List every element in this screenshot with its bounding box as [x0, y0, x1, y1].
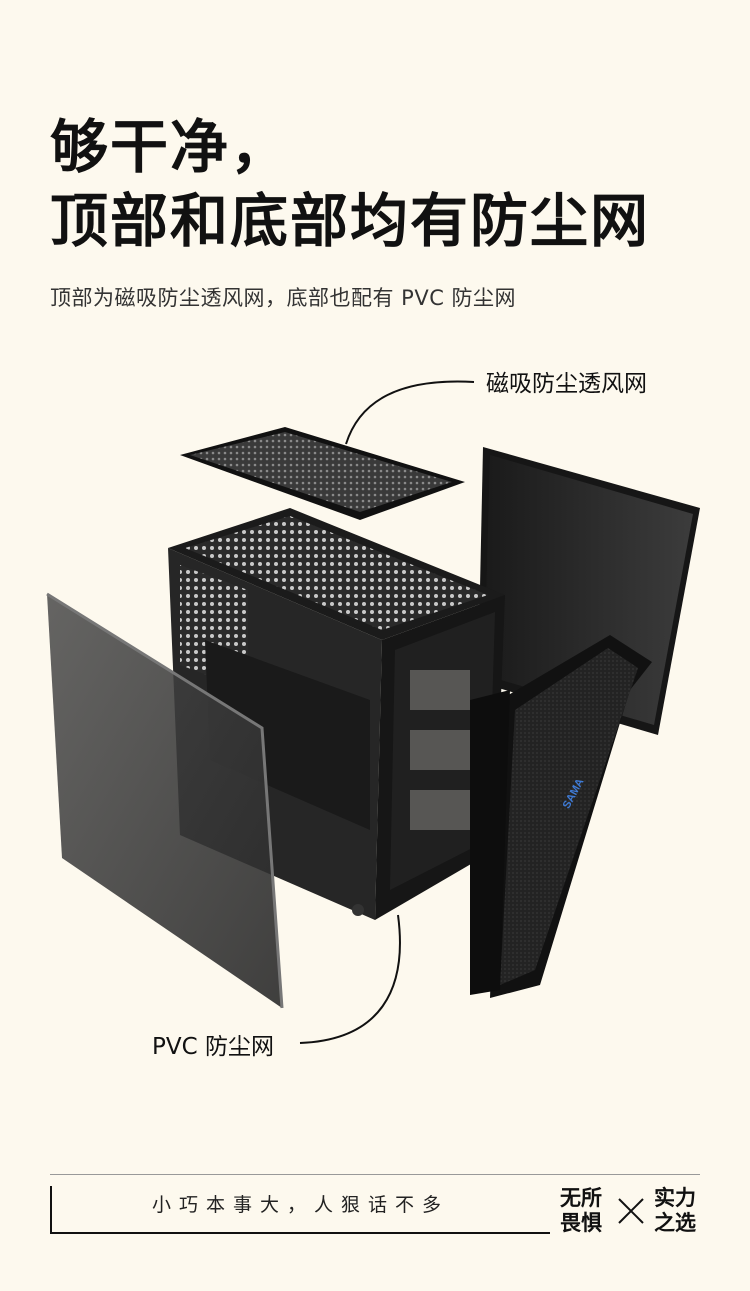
headline-line-1: 够干净，	[50, 113, 291, 181]
slogan-frame	[50, 1186, 550, 1234]
cross-icon	[618, 1198, 644, 1224]
top-dust-filter	[180, 427, 465, 520]
brand-right-line-2: 之选	[654, 1211, 696, 1235]
slogan: 小巧本事大，人狠话不多	[152, 1194, 450, 1216]
brand-tagline-left: 无所 畏惧	[560, 1186, 612, 1236]
bottom-callout-line	[299, 914, 401, 1044]
subheadline: 顶部为磁吸防尘透风网，底部也配有 PVC 防尘网	[50, 286, 517, 310]
bottom-filter-label: PVC 防尘网	[152, 1034, 274, 1060]
top-filter-label: 磁吸防尘透风网	[486, 371, 647, 397]
top-callout-line	[345, 380, 475, 445]
brand-tagline-right: 实力 之选	[654, 1186, 706, 1236]
headline: 够干净， 顶部和底部均有防尘网	[50, 110, 650, 258]
front-panel: SAMA	[470, 635, 652, 998]
left-glass-panel	[46, 592, 284, 1009]
headline-line-2: 顶部和底部均有防尘网	[50, 187, 651, 255]
pc-case-exploded-illustration: SAMA	[46, 380, 700, 1044]
brand-right-line-1: 实力	[654, 1186, 696, 1210]
brand-left-line-2: 畏惧	[560, 1211, 602, 1235]
footer-divider	[50, 1174, 700, 1175]
brand-left-line-1: 无所	[560, 1186, 602, 1210]
